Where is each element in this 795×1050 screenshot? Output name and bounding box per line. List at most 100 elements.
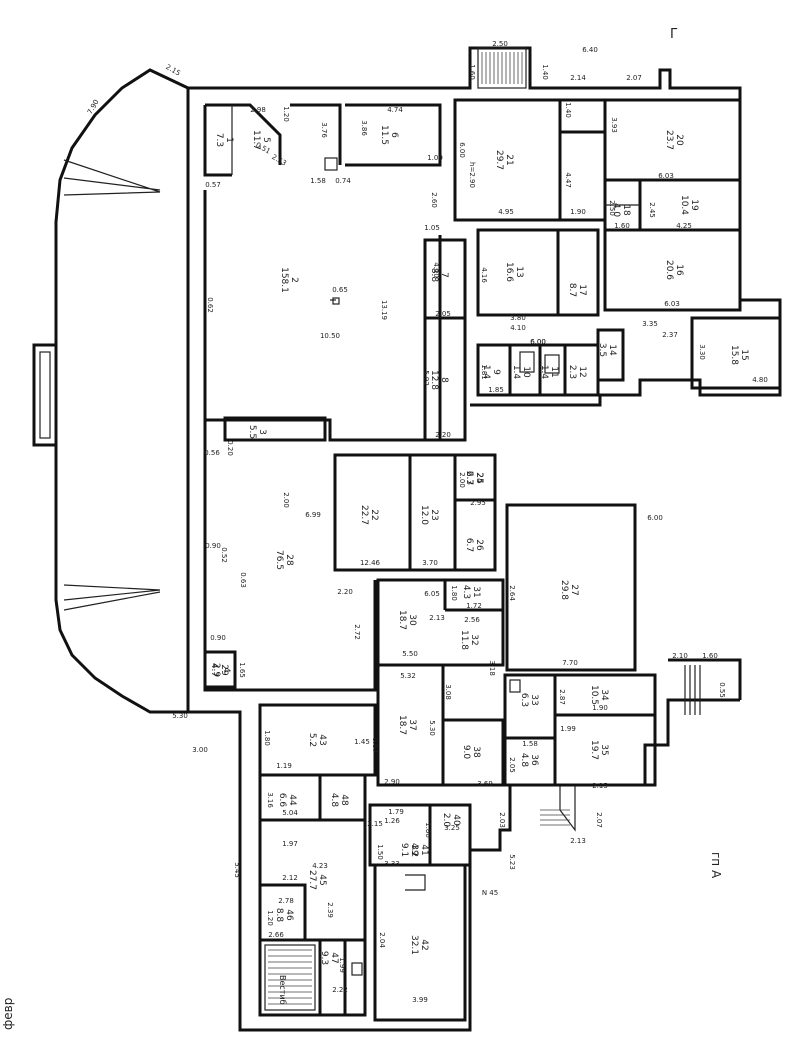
room-label: 611.5: [379, 125, 399, 145]
dimension-label: 2.15: [164, 63, 182, 78]
room-label: 399.1: [399, 843, 419, 857]
dimension-label: 6.03: [658, 172, 674, 180]
dimension-label: 2.07: [595, 812, 603, 828]
dimension-label: 2.00: [282, 492, 290, 508]
dimension-label: 1.90: [592, 704, 608, 712]
dimension-label: 5.50: [402, 650, 418, 658]
section-label: гп А: [709, 852, 723, 879]
room-number: 25: [474, 472, 484, 483]
room-area: 7.3: [214, 133, 224, 147]
room-area: 1.4: [481, 365, 491, 380]
dimension-label: 1.00: [427, 154, 443, 162]
dimension-label: 2.20: [435, 431, 451, 439]
room-area: 23.7: [664, 130, 674, 150]
room-area: 158.1: [279, 267, 289, 293]
dimension-label: 1.80: [263, 730, 271, 746]
dimension-label: 2.53: [270, 153, 288, 168]
room-number: 32: [469, 634, 479, 645]
dimension-label: 1.60: [614, 222, 630, 230]
room-number: 19: [689, 199, 699, 211]
room-label: 414.2: [409, 843, 429, 857]
room-label: 2222.7: [359, 505, 379, 525]
room-area: 29.8: [559, 580, 569, 600]
room-area: 20.6: [664, 260, 674, 280]
dimension-label: 6.05: [424, 590, 440, 598]
dimension-label: 3.70: [422, 559, 438, 567]
room-label: 17.3: [214, 133, 234, 147]
room-label: 2729.8: [559, 580, 579, 600]
dimension-label: 1.40: [564, 102, 572, 118]
room-area: 2.0: [441, 813, 451, 828]
dimension-label: 4.95: [498, 208, 514, 216]
room-area: 8.8: [429, 268, 439, 283]
room-area: 10.4: [679, 195, 689, 215]
dimension-label: 1.80: [450, 585, 458, 601]
room-area: 27.7: [307, 870, 317, 890]
room-area: 12.8: [429, 370, 439, 390]
room-number: 8: [439, 377, 449, 383]
dimension-label: 3.18: [488, 660, 496, 676]
room-number: 48: [339, 794, 349, 806]
room-label: 336.3: [519, 693, 539, 707]
dimension-label: 10.50: [320, 332, 340, 340]
dimension-label: 1.58: [522, 740, 538, 748]
dimension-label: 2.50: [492, 40, 508, 48]
dimension-label: 2.05: [435, 310, 451, 318]
dimension-label: h=2.90: [468, 162, 476, 188]
dimension-label: 5.30: [428, 720, 436, 736]
dimension-label: 1.81: [480, 364, 488, 380]
room-area: 4.3: [461, 585, 471, 599]
room-area: 4.7: [209, 663, 219, 677]
dimension-label: 4.10: [510, 324, 526, 332]
room-number: 36: [529, 754, 539, 766]
room-area: 76.5: [274, 550, 284, 570]
dimension-label: 3.30: [698, 344, 706, 360]
dimension-label: 0.63: [239, 572, 247, 588]
room-area: 15.8: [729, 345, 739, 365]
dimension-label: 1.99: [338, 957, 346, 973]
dimension-label: 3.16: [266, 792, 274, 808]
dimension-label: 1.05: [424, 224, 440, 232]
dimension-label: 5.23: [508, 854, 516, 870]
dimension-label: 0.65: [332, 286, 348, 294]
dimension-label: 0.57: [205, 181, 221, 189]
dimension-label: 2.60: [430, 192, 438, 208]
dimension-label: 2.64: [508, 585, 516, 601]
room-number: 34: [599, 689, 609, 701]
room-label: 111.4: [539, 365, 559, 380]
dimension-label: N 45: [482, 889, 498, 897]
room-label: 389.0: [461, 745, 481, 760]
dimension-label: 3.33: [384, 860, 400, 868]
dimension-label: 0.20: [226, 440, 234, 456]
room-area: 8.7: [567, 283, 577, 297]
dimension-label: 3.99: [412, 996, 428, 1004]
room-label: 42.9: [211, 663, 231, 678]
room-area: 4.0: [611, 203, 621, 218]
dimension-label: 6.03: [664, 300, 680, 308]
room-label: 35.5: [247, 425, 267, 439]
room-label: 402.0: [441, 813, 461, 828]
room-area: 19.7: [589, 740, 599, 760]
dimension-label: 1.60: [702, 652, 718, 660]
dimension-label: 3.08: [444, 684, 452, 700]
room-label: 1316.6: [504, 262, 524, 282]
dimension-label: 2.90: [384, 778, 400, 786]
room-area: 4.8: [519, 753, 529, 768]
room-label: 2158.1: [279, 267, 299, 293]
interior-walls: [203, 98, 782, 1022]
dimension-label: 3.76: [320, 122, 328, 138]
room-area: 11.8: [459, 630, 469, 650]
room-area: 29.7: [494, 150, 504, 170]
room-number: 46: [284, 909, 294, 921]
dimension-label: 0.74: [335, 177, 351, 185]
room-area: 6.3: [464, 471, 474, 485]
dimension-label: 1.65: [238, 662, 246, 678]
room-number: 26: [474, 539, 484, 551]
room-number: 12: [577, 366, 587, 377]
dimension-label: 1.80: [424, 822, 432, 838]
dimension-label: 4.25: [676, 222, 692, 230]
room-area: 1.4: [511, 365, 521, 380]
dimension-label: 2.66: [268, 931, 284, 939]
dimension-label: 5.32: [400, 672, 416, 680]
